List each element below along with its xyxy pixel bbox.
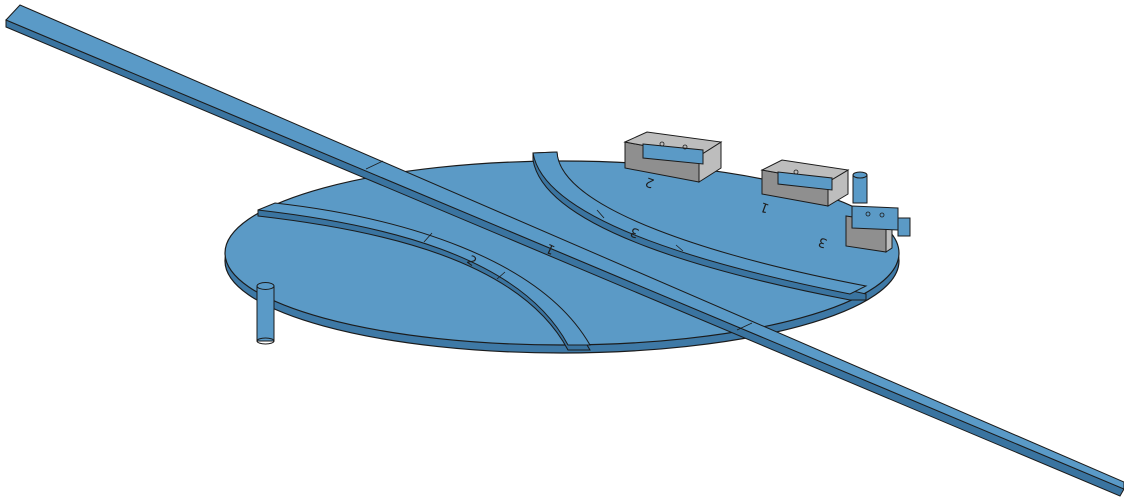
left-locating-pin (256, 282, 275, 345)
right-locating-pin (852, 171, 868, 204)
bracket-3: 3 (816, 205, 911, 253)
curved-track-right: 3 (532, 151, 868, 301)
curved-track-left: 2 (257, 202, 591, 351)
bracket-2: 2 (623, 131, 723, 190)
straight-track: 1 (5, 4, 1124, 497)
bracket-1: 1 (758, 159, 850, 215)
